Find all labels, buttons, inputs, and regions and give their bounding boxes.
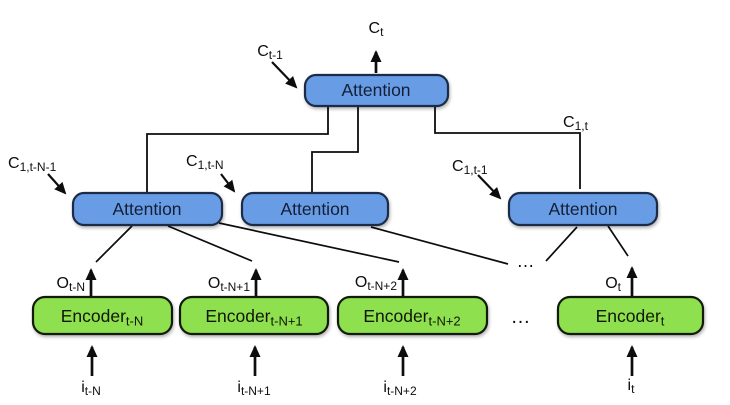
c1t1-input-arrow bbox=[477, 174, 502, 200]
ellipsis-encoders: … bbox=[511, 306, 534, 328]
encoder-block-t bbox=[556, 295, 705, 336]
c1tN-input-arrow bbox=[220, 173, 236, 193]
top-attention-block bbox=[303, 73, 450, 108]
encoder-t-label: Encodert bbox=[596, 306, 665, 329]
link-left-attention-encoder2 bbox=[167, 225, 253, 262]
c1tN1-input-arrow bbox=[47, 173, 67, 195]
link-left-attention-encoder1 bbox=[95, 225, 133, 263]
o-t-N1-label: Ot-N+1 bbox=[208, 275, 250, 294]
i-t-N2-label: it-N+2 bbox=[383, 379, 417, 398]
o-t-N2-label: Ot-N+2 bbox=[355, 274, 397, 293]
i-t-label: it bbox=[628, 377, 636, 396]
attention-encoder-links bbox=[95, 222, 629, 265]
c1-t-N-label: C1,t-N bbox=[186, 153, 224, 172]
i-t-N-label: it-N bbox=[81, 379, 101, 398]
ellipsis-links: … bbox=[517, 251, 538, 271]
attention-block-middle bbox=[240, 191, 390, 227]
connector-top-to-left-attention bbox=[146, 106, 329, 192]
link-right-attention-encoder-t bbox=[607, 225, 629, 257]
c1-t-1-label: C1,t-1 bbox=[452, 158, 488, 177]
attention-middle-label: Attention bbox=[280, 199, 349, 219]
ct-1-input-arrow bbox=[271, 61, 298, 89]
top-attention-label: Attention bbox=[341, 80, 410, 100]
connector-top-to-right-attention bbox=[434, 106, 581, 189]
encoder-block-t-N1 bbox=[178, 295, 330, 336]
c1-t-label: C1,t bbox=[563, 114, 589, 133]
link-left-attention-encoder3 bbox=[218, 222, 400, 263]
attention-block-right bbox=[507, 191, 659, 227]
encoder-t-N-label: Encodert-N bbox=[61, 306, 144, 329]
o-t-N-label: Ot-N bbox=[57, 275, 85, 294]
attention-block-left bbox=[71, 191, 224, 227]
ct-label: Ct bbox=[369, 20, 385, 39]
connectors-top-to-lower bbox=[146, 106, 581, 192]
encoder-block-t-N2 bbox=[336, 295, 489, 336]
blocks bbox=[31, 73, 705, 336]
attention-left-label: Attention bbox=[112, 199, 181, 219]
o-t-label: Ot bbox=[605, 275, 621, 294]
i-t-N1-label: it-N+1 bbox=[237, 379, 271, 398]
link-middle-attention-ellipsis bbox=[370, 226, 509, 265]
connector-top-to-middle-attention bbox=[311, 106, 359, 192]
encoder-block-t-N bbox=[31, 295, 174, 336]
link-right-attention-ellipsis bbox=[545, 226, 578, 262]
ct-1-label: Ct-1 bbox=[257, 43, 283, 62]
encoder-t-N1-label: Encodert-N+1 bbox=[205, 306, 302, 329]
encoder-t-N2-label: Encodert-N+2 bbox=[363, 306, 460, 329]
c1-t-N-1-label: C1,t-N-1 bbox=[8, 155, 57, 174]
attention-right-label: Attention bbox=[548, 199, 617, 219]
